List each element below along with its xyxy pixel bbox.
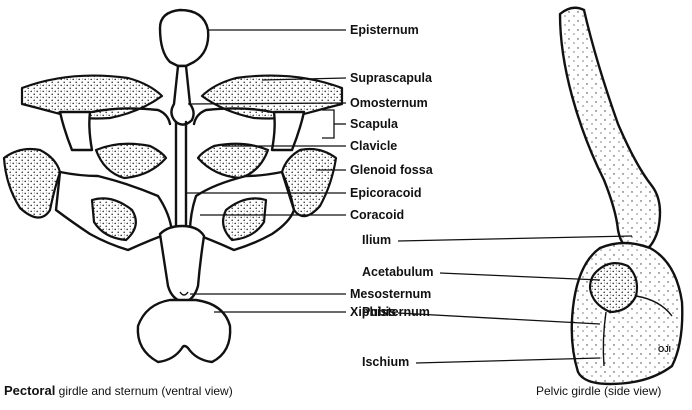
- caption-pelvic: Pelvic girdle (side view): [536, 384, 661, 398]
- label-coracoid: Coracoid: [350, 208, 404, 222]
- ilium: [560, 8, 660, 252]
- caption-pectoral-rest: girdle and sternum (ventral view): [55, 384, 232, 398]
- artist-signature: OJI: [658, 345, 671, 354]
- label-glenoid-fossa: Glenoid fossa: [350, 163, 434, 177]
- episternum: [160, 10, 208, 66]
- ischio-pubic-body: [572, 243, 683, 384]
- caption-pectoral: Pectoral girdle and sternum (ventral vie…: [4, 383, 233, 398]
- right-scapula: [272, 112, 304, 150]
- label-pubis: Pubis: [362, 305, 396, 319]
- pelvic-girdle: [560, 8, 682, 384]
- caption-pectoral-bold: Pectoral: [4, 383, 55, 398]
- label-mesosternum: Mesosternum: [350, 287, 431, 301]
- left-glenoid-cartilage: [4, 149, 60, 218]
- right-clavicle-cartilage: [198, 144, 268, 178]
- label-ischium: Ischium: [362, 355, 409, 369]
- left-clavicle-cartilage: [96, 144, 166, 178]
- omosternum: [171, 66, 193, 125]
- mesosternum: [160, 226, 204, 302]
- label-acetabulum: Acetabulum: [362, 265, 434, 279]
- label-scapula: Scapula: [350, 117, 399, 131]
- pectoral-girdle: [4, 10, 342, 362]
- label-omosternum: Omosternum: [350, 96, 428, 110]
- label-suprascapula: Suprascapula: [350, 71, 433, 85]
- left-scapula: [60, 112, 92, 150]
- label-clavicle: Clavicle: [350, 139, 397, 153]
- label-ilium: Ilium: [362, 233, 391, 247]
- label-epicoracoid: Epicoracoid: [350, 186, 422, 200]
- xiphisternum: [138, 300, 230, 362]
- label-episternum: Episternum: [350, 23, 419, 37]
- acetabulum: [590, 263, 637, 312]
